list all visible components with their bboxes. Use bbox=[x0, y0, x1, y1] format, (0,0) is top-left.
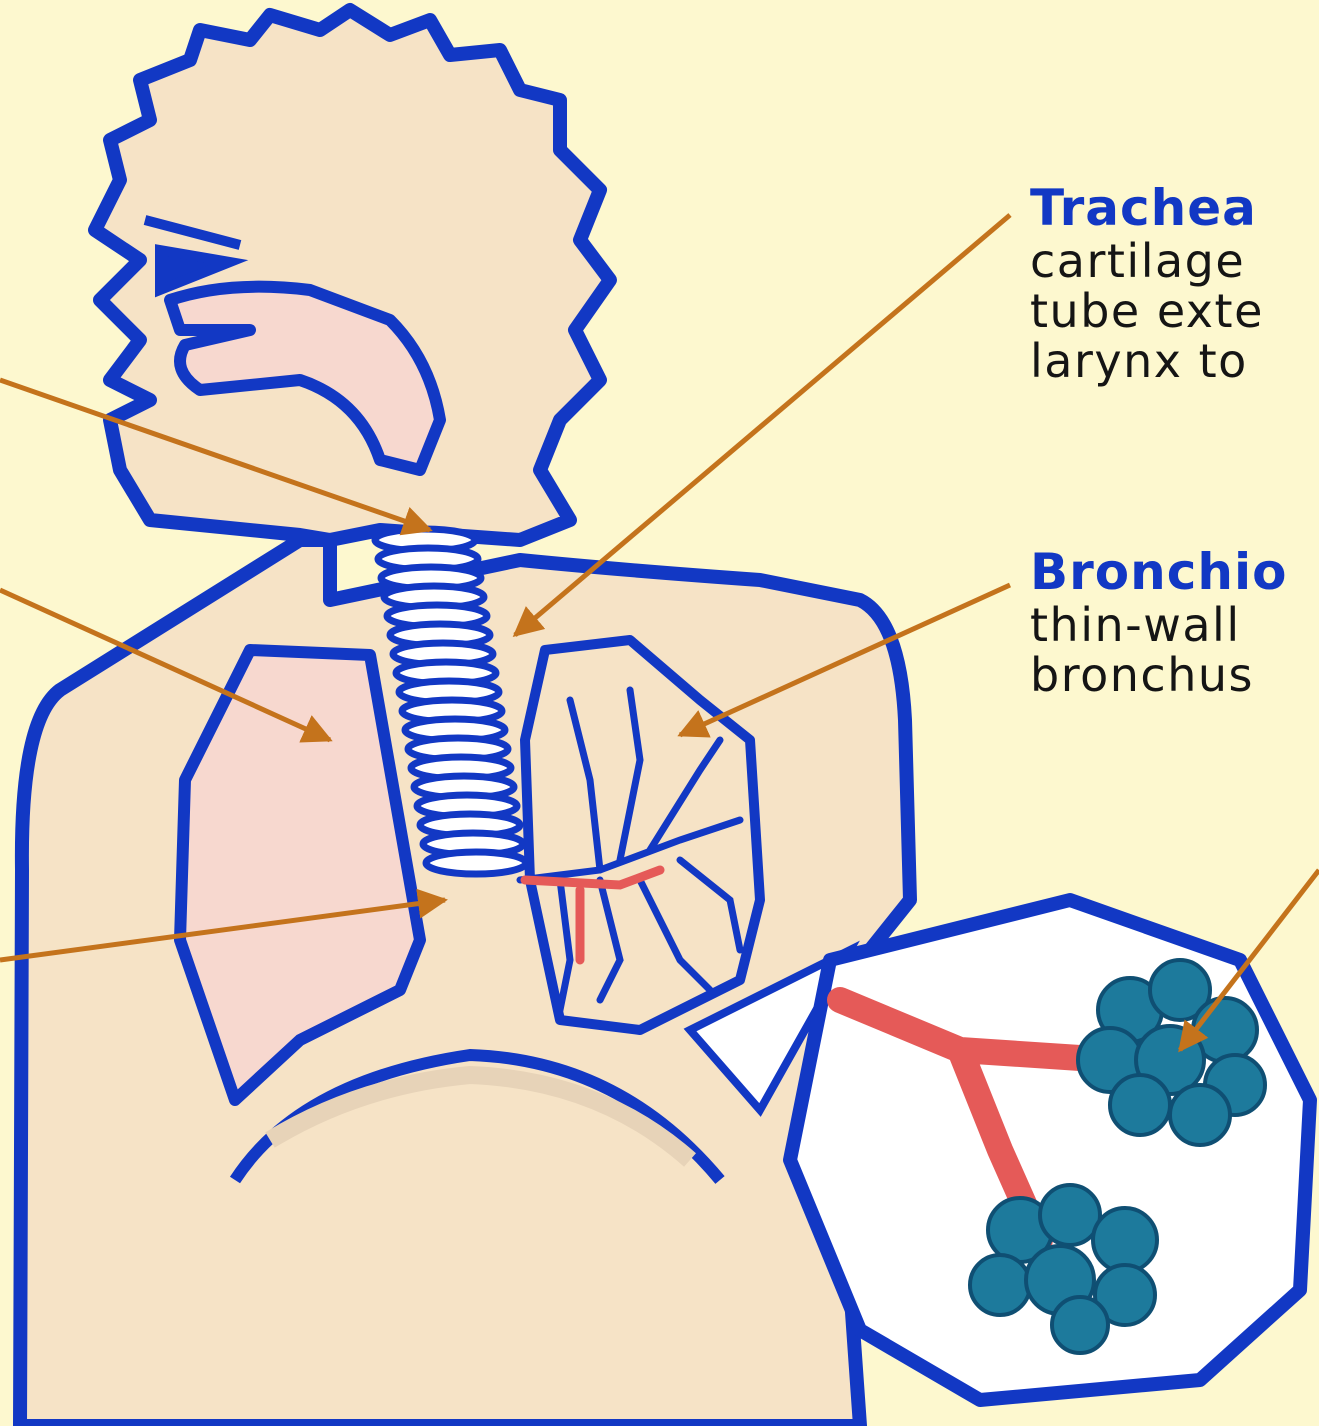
label-trachea: Trachea cartilage tube exte larynx to bbox=[1030, 180, 1264, 386]
label-trachea-line-1: cartilage bbox=[1030, 236, 1264, 286]
trachea-ring bbox=[426, 852, 526, 874]
label-trachea-line-3: larynx to bbox=[1030, 336, 1264, 386]
label-bronchiole-title: Bronchio bbox=[1030, 544, 1287, 600]
label-trachea-title: Trachea bbox=[1030, 180, 1264, 236]
label-bronchiole: Bronchio thin-wall bronchus bbox=[1030, 544, 1287, 700]
label-trachea-line-2: tube exte bbox=[1030, 286, 1264, 336]
label-bronchiole-line-2: bronchus bbox=[1030, 650, 1287, 700]
label-bronchiole-line-1: thin-wall bbox=[1030, 600, 1287, 650]
